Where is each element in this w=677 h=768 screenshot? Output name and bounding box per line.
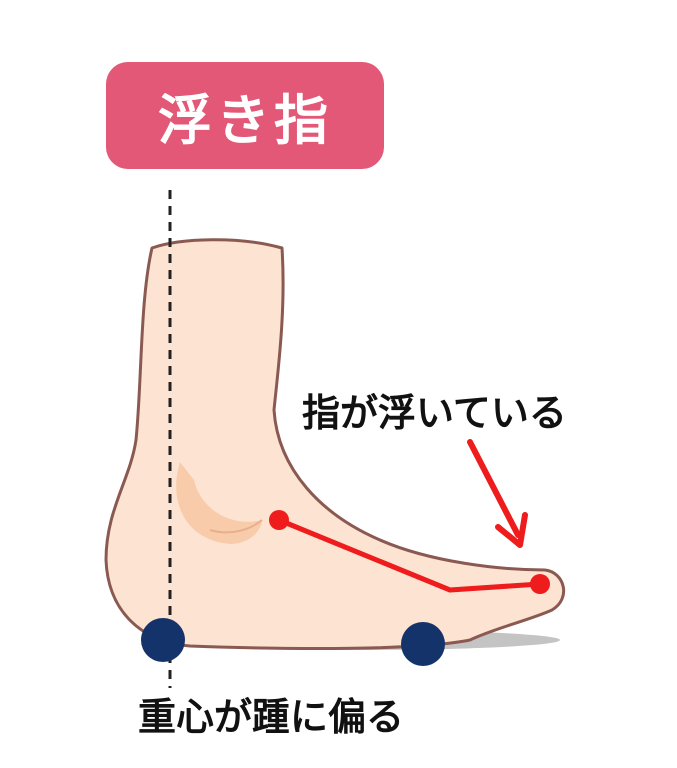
forefoot-contact-dot bbox=[401, 622, 445, 666]
toe-point bbox=[530, 574, 550, 594]
toe-annotation-label: 指が浮いている bbox=[302, 391, 567, 435]
ankle-shading bbox=[176, 462, 262, 544]
ankle-bone-line bbox=[209, 519, 263, 534]
heel-annotation-label: 重心が踵に偏る bbox=[138, 695, 405, 739]
toe-lift-line bbox=[276, 517, 543, 593]
toe-arrow-shaft bbox=[467, 439, 521, 538]
heel-contact-dot bbox=[141, 618, 185, 662]
midfoot-point bbox=[269, 510, 289, 530]
foot-outline bbox=[104, 238, 566, 650]
toe-arrow-head bbox=[495, 512, 528, 548]
title-badge: 浮き指 bbox=[106, 62, 384, 169]
